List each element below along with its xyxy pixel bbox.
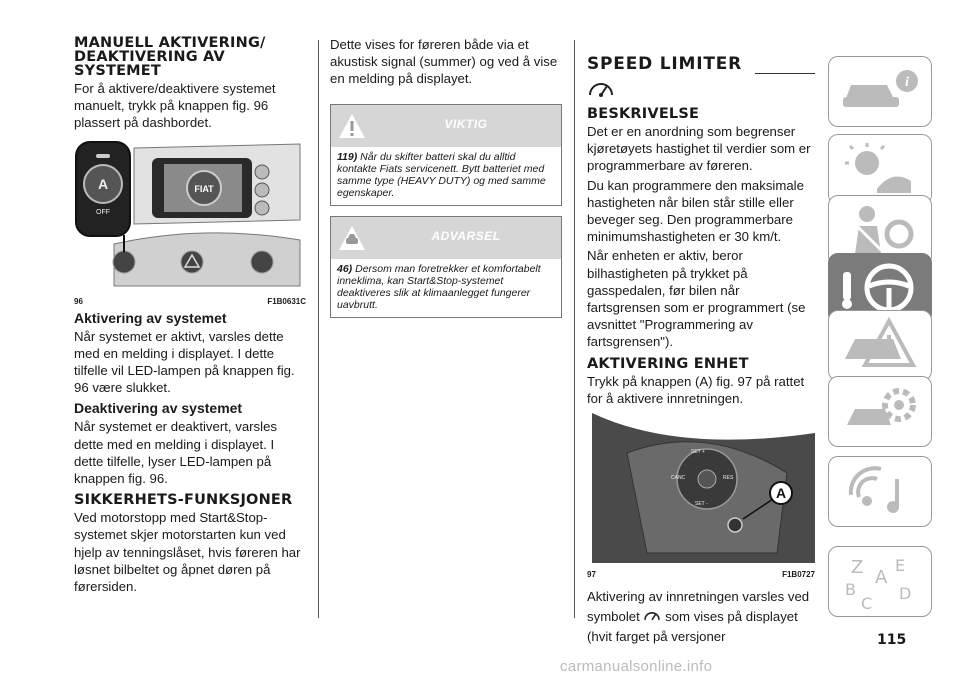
- maintenance-icon: [847, 388, 916, 425]
- column-divider: [574, 40, 575, 618]
- note-body: 119) Når du skifter batteri skal du allt…: [331, 147, 561, 205]
- note-important: VIKTIG 119) Når du skifter batteri skal …: [330, 103, 562, 206]
- heading-safety-functions: SIKKERHETS-FUNKSJONER: [74, 492, 293, 509]
- column-1: MANUELL AKTIVERING/ DEAKTIVERING AV SYST…: [74, 36, 306, 595]
- tab-emergency[interactable]: [828, 310, 932, 381]
- emergency-icon: [845, 316, 917, 367]
- figure-96: FIAT A OFF 96 F1B0631C: [74, 139, 306, 306]
- index-letter: Z: [851, 557, 863, 578]
- figure-97: A SET + CANC RES SET - 97 F1B0727: [587, 413, 815, 579]
- index-letter: D: [899, 584, 911, 603]
- section-header: SPEED LIMITER: [587, 54, 815, 74]
- warning-triangle-icon: [339, 113, 365, 138]
- heading-manual-activation: MANUELL AKTIVERING/ DEAKTIVERING AV SYST…: [74, 35, 266, 79]
- index-letter: C: [861, 594, 872, 611]
- paragraph: Ved motorstopp med Start&Stop-systemet s…: [74, 510, 301, 595]
- note-title: ADVARSEL: [431, 228, 501, 243]
- index-letter: A: [875, 567, 888, 588]
- note-title: VIKTIG: [444, 116, 488, 131]
- figure-number: 96: [74, 296, 83, 306]
- multimedia-icon: [848, 466, 899, 513]
- column-3: SPEED LIMITER BESKRIVELSE Det er en anor…: [587, 54, 815, 647]
- tab-multimedia[interactable]: [828, 456, 932, 527]
- paragraph: Når systemet er deaktivert, varsles dett…: [74, 419, 278, 487]
- marker-a-text: A: [776, 485, 786, 501]
- speed-limiter-icon: [589, 83, 613, 97]
- speed-limiter-inline-icon: [644, 612, 661, 621]
- figure-caption: 97 F1B0727: [587, 570, 815, 579]
- canc-label: CANC: [671, 475, 686, 482]
- tab-warning-lights[interactable]: [828, 134, 932, 205]
- set-plus-label: SET +: [691, 449, 705, 456]
- heading-activation-unit: AKTIVERING ENHET: [587, 355, 749, 372]
- car-info-icon: i: [843, 70, 918, 107]
- svg-text:A: A: [98, 176, 108, 192]
- column-divider: [318, 40, 319, 618]
- note-number: 119): [337, 150, 358, 163]
- index-letter: B: [845, 580, 856, 599]
- subheading-activation: Aktivering av systemet: [74, 309, 227, 326]
- paragraph: Det er en anordning som begrenser kjøret…: [587, 124, 811, 174]
- paragraph-part: Aktivering av innretningen varsles ved s…: [587, 589, 810, 625]
- note-header: ADVARSEL: [331, 216, 561, 259]
- steering-wheel-illustration: A: [587, 413, 815, 564]
- column-2: Dette vises for føreren både via et akus…: [330, 36, 562, 318]
- tab-maintenance[interactable]: [828, 376, 932, 447]
- svg-text:i: i: [905, 75, 909, 90]
- page-number: 115: [877, 632, 907, 648]
- tab-car-info[interactable]: i: [828, 56, 932, 127]
- heading-description: BESKRIVELSE: [587, 106, 700, 122]
- tab-index[interactable]: Z E A B C D: [828, 546, 932, 617]
- figure-caption: 96 F1B0631C: [74, 297, 306, 306]
- heading-speed-limiter: SPEED LIMITER: [587, 54, 743, 74]
- index-letter: E: [895, 556, 905, 575]
- note-number: 46): [337, 262, 353, 275]
- set-minus-label: SET -: [695, 501, 708, 508]
- note-header: VIKTIG: [331, 104, 561, 147]
- off-label: OFF: [96, 208, 110, 216]
- paragraph: Du kan programmere den maksimale hastigh…: [587, 177, 804, 245]
- steering-wheel-icon: [842, 263, 914, 313]
- figure-code: F1B0631C: [267, 296, 306, 306]
- note-text: Når du skifter batteri skal du alltid ko…: [337, 150, 546, 199]
- dashboard-button-illustration: FIAT A: [74, 139, 306, 290]
- paragraph: Når systemet er aktivt, varsles dette me…: [74, 328, 295, 396]
- paragraph: Når enheten er aktiv, beror bilhastighet…: [587, 248, 806, 350]
- figure-code: F1B0727: [782, 570, 815, 580]
- environment-car-icon: [339, 225, 365, 250]
- paragraph: Aktivering av innretningen varsles ved s…: [587, 587, 815, 647]
- res-label: RES: [723, 475, 734, 482]
- figure-number: 97: [587, 570, 596, 580]
- paragraph: For å aktivere/deaktivere systemet manue…: [74, 81, 276, 131]
- paragraph-part: som vises på displayet (hvit farget på v…: [587, 609, 798, 645]
- watermark: carmanualsonline.info: [560, 658, 713, 675]
- index-icon: Z E A B C D: [845, 556, 911, 611]
- note-text: Dersom man foretrekker et komfortabelt i…: [337, 262, 541, 311]
- heading-rule: [755, 73, 815, 74]
- safety-icon: [855, 206, 914, 254]
- note-warning: ADVARSEL 46) Dersom man foretrekker et k…: [330, 215, 562, 318]
- subheading-deactivation: Deaktivering av systemet: [74, 400, 243, 417]
- paragraph: Dette vises for føreren både via et akus…: [330, 37, 558, 87]
- note-body: 46) Dersom man foretrekker et komfortabe…: [331, 259, 561, 317]
- svg-text:FIAT: FIAT: [194, 184, 214, 194]
- paragraph: Trykk på knappen (A) fig. 97 på rattet f…: [587, 373, 805, 406]
- warning-lights-icon: [845, 143, 911, 193]
